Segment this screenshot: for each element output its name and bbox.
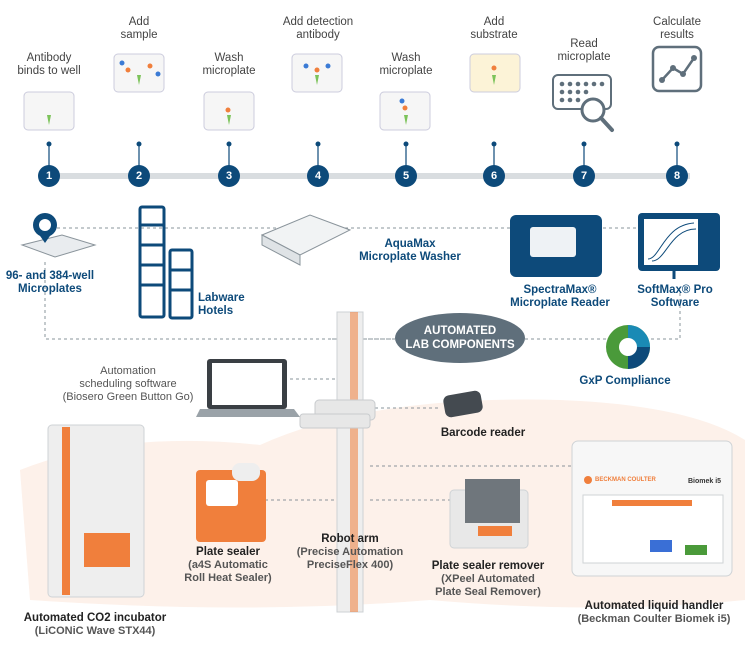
barcode-reader-icon — [443, 390, 483, 418]
step-number-1: 1 — [38, 165, 60, 187]
step-number-7: 7 — [573, 165, 595, 187]
liquid-handler-label: Automated liquid handler(Beckman Coulter… — [577, 600, 731, 625]
dish-2 — [113, 53, 165, 93]
step-number-4: 4 — [307, 165, 329, 187]
magnifier-icon — [580, 97, 606, 123]
biomek-brand-label: Biomek i5 — [688, 478, 722, 485]
gxp-label: GxP Compliance — [579, 375, 671, 387]
step-number-8: 8 — [666, 165, 688, 187]
floor-background — [20, 399, 745, 608]
spectramax-label: SpectraMax®Microplate Reader — [510, 284, 610, 309]
dish-6 — [469, 53, 521, 93]
step-illustrations — [23, 45, 703, 132]
equipment-illustrations — [20, 205, 733, 613]
dish-1 — [23, 91, 75, 131]
step-number-5: 5 — [395, 165, 417, 187]
step-number-2: 2 — [128, 165, 150, 187]
step-number-6: 6 — [483, 165, 505, 187]
beckman-logo: BECKMAN COULTER — [595, 477, 656, 483]
labware-hotels-icon — [138, 205, 194, 320]
dish-4 — [291, 53, 343, 93]
dish-5 — [379, 91, 431, 131]
co2-incubator-label: Automated CO2 incubator(LiCONiC Wave STX… — [23, 612, 167, 637]
microplate-icon — [20, 234, 97, 258]
step-connectors — [48, 144, 678, 166]
step-number-3: 3 — [218, 165, 240, 187]
barcode-reader-label: Barcode reader — [440, 427, 526, 439]
